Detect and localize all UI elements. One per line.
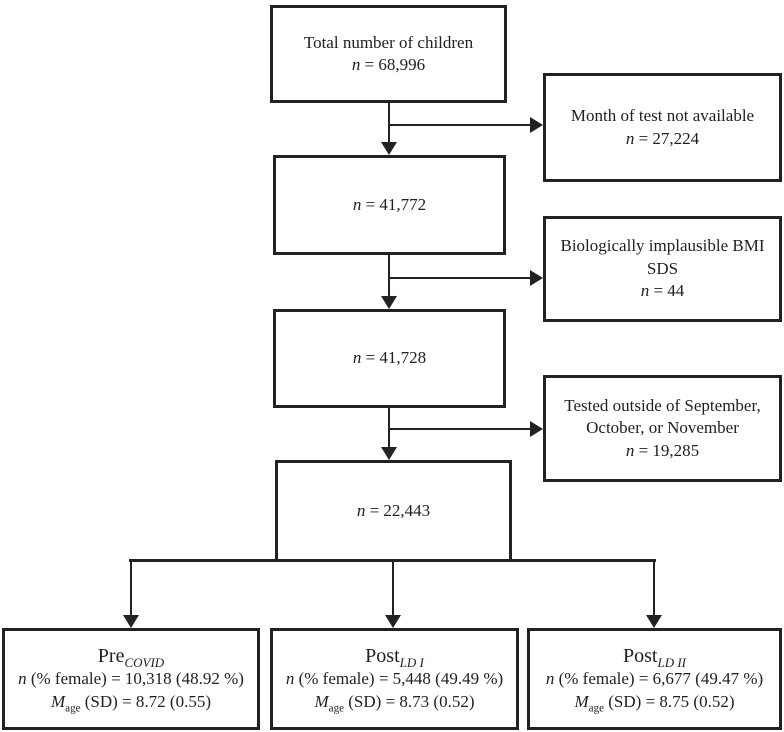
group-title-main: Pre	[97, 645, 125, 668]
box-after-bmi-exclusion: n = 41,728	[273, 309, 506, 408]
box-analysis-sample: n = 22,443	[275, 460, 512, 562]
n-symbol: n	[352, 348, 362, 368]
exclusion-bmi-label-line2: SDS	[646, 258, 679, 278]
group-post-ld2-age-stats: Mage (SD) = 8.75 (0.52)	[574, 691, 735, 714]
box-after-month-exclusion: n = 41,772	[273, 155, 506, 255]
n-value: = 41,772	[361, 194, 427, 214]
m-subscript: age	[588, 701, 605, 714]
n-symbol: n	[640, 281, 650, 301]
arrowhead-right-exclusion-window	[530, 421, 543, 437]
box-total-children-label: Total number of children	[303, 32, 474, 52]
n-value: = 41,728	[361, 348, 427, 368]
connector-to-exclusion-bmi	[389, 277, 530, 279]
arrowhead-down-to-n2	[381, 296, 397, 309]
arrowhead-right-exclusion-bmi	[530, 270, 543, 286]
age-stats-value: (SD) = 8.73 (0.52)	[344, 691, 475, 711]
group-pre-covid-n-stats: n (% female) = 10,318 (48.92 %)	[18, 668, 244, 690]
box-total-children: Total number of children n = 68,996	[270, 5, 507, 103]
n-value: = 27,224	[634, 128, 700, 148]
connector-to-exclusion-month	[389, 124, 530, 126]
n-symbol: n	[352, 194, 362, 214]
group-pre-covid-title: PreCOVID	[97, 645, 165, 671]
n-value: = 22,443	[365, 500, 431, 520]
m-symbol: M	[314, 691, 329, 711]
m-symbol: M	[51, 691, 66, 711]
n-value: = 44	[649, 281, 685, 301]
group-title-main: Post	[365, 645, 400, 668]
box-group-pre-covid: PreCOVID n (% female) = 10,318 (48.92 %)…	[2, 628, 260, 730]
box-exclusion-test-window: Tested outside of September, October, or…	[543, 375, 782, 482]
group-pre-covid-age-stats: Mage (SD) = 8.72 (0.55)	[51, 691, 211, 714]
n-symbol: n	[18, 669, 27, 689]
exclusion-window-count: n = 19,285	[626, 440, 699, 462]
n-symbol: n	[545, 669, 555, 689]
m-subscript: age	[328, 701, 345, 714]
n-stats-value: (% female) = 10,318 (48.92 %)	[26, 669, 244, 689]
box-analysis-sample-count: n = 22,443	[357, 500, 430, 522]
box-group-post-lockdown-1: PostLD I n (% female) = 5,448 (49.49 %) …	[270, 628, 519, 730]
arrowhead-right-exclusion-month	[530, 117, 543, 133]
connector-to-exclusion-window	[389, 428, 530, 430]
age-stats-value: (SD) = 8.72 (0.55)	[80, 691, 211, 711]
exclusion-window-label-line2: October, or November	[586, 418, 739, 438]
group-post-ld2-n-stats: n (% female) = 6,677 (49.47 %)	[546, 668, 763, 690]
n-symbol: n	[356, 500, 366, 520]
group-post-ld1-age-stats: Mage (SD) = 8.73 (0.52)	[314, 691, 475, 714]
group-post-ld1-title: PostLD I	[365, 645, 424, 671]
box-group-post-lockdown-2: PostLD II n (% female) = 6,677 (49.47 %)…	[527, 628, 782, 730]
n-stats-value: (% female) = 5,448 (49.49 %)	[294, 669, 504, 689]
arrowhead-down-post-ld2	[646, 615, 662, 628]
m-subscript: age	[65, 701, 81, 714]
group-post-ld2-title: PostLD II	[623, 645, 686, 671]
box-exclusion-implausible-bmi: Biologically implausible BMI SDS n = 44	[543, 216, 782, 322]
group-title-subscript: LD I	[399, 655, 424, 671]
n-symbol: n	[285, 669, 295, 689]
arrowhead-down-to-n3	[381, 447, 397, 460]
group-title-subscript: COVID	[124, 655, 165, 671]
connector-n1-to-n2	[388, 255, 390, 296]
arrowhead-down-post-ld1	[385, 615, 401, 628]
connector-drop-post-ld1	[392, 561, 394, 615]
group-title-subscript: LD II	[657, 655, 686, 671]
connector-drop-post-ld2	[653, 561, 655, 615]
group-post-ld1-n-stats: n (% female) = 5,448 (49.49 %)	[286, 668, 503, 690]
connector-total-to-n1	[388, 103, 390, 144]
arrowhead-down-to-n1	[381, 142, 397, 155]
box-total-children-count: n = 68,996	[352, 54, 425, 76]
connector-drop-pre-covid	[130, 561, 132, 615]
exclusion-window-label-line1: Tested outside of September,	[564, 395, 761, 415]
connector-distribution-bar	[129, 559, 656, 562]
n-symbol: n	[625, 128, 635, 148]
exclusion-bmi-label-line1: Biologically implausible BMI	[560, 236, 765, 256]
n-symbol: n	[625, 440, 635, 460]
group-title-main: Post	[623, 645, 658, 668]
n-stats-value: (% female) = 6,677 (49.47 %)	[554, 669, 764, 689]
box-exclusion-month-not-available: Month of test not available n = 27,224	[543, 73, 782, 182]
exclusion-bmi-count: n = 44	[641, 280, 685, 302]
exclusion-month-label: Month of test not available	[570, 106, 755, 126]
n-symbol: n	[351, 55, 361, 74]
m-symbol: M	[574, 691, 589, 711]
arrowhead-down-pre-covid	[123, 615, 139, 628]
box-after-bmi-exclusion-count: n = 41,728	[353, 347, 426, 369]
age-stats-value: (SD) = 8.75 (0.52)	[604, 691, 735, 711]
n-value: = 19,285	[634, 440, 700, 460]
box-after-month-exclusion-count: n = 41,772	[353, 194, 426, 216]
n-value: = 68,996	[360, 55, 426, 74]
exclusion-month-count: n = 27,224	[626, 128, 699, 150]
